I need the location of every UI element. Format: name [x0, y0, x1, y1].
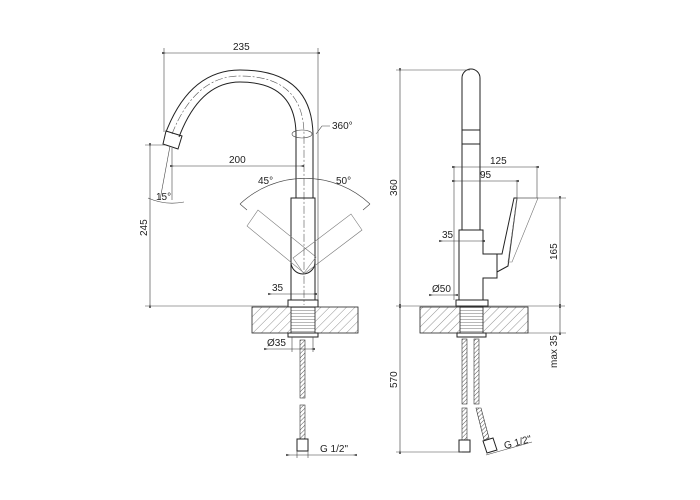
dim-200: 200: [229, 155, 246, 166]
dim-165: 165: [549, 243, 560, 260]
spout-side: [461, 68, 481, 230]
handle-positions: [246, 209, 363, 275]
dim-235: 235: [233, 42, 250, 53]
dim-diameter-35: Ø35: [267, 338, 286, 349]
faucet-body: [290, 197, 316, 301]
dim-diameter-50: Ø50: [432, 284, 451, 295]
dim-15-degree: 15°: [156, 192, 171, 203]
dim-max-35: max 35: [549, 335, 560, 368]
faucet-body-side: [458, 229, 498, 301]
dim-g-half-inch-side: G 1/2": [503, 434, 533, 452]
dim-35-body: 35: [272, 283, 284, 294]
dim-45-degree: 45°: [258, 176, 273, 187]
front-view: 235 200 360° 15° 45° 50° 245 35 Ø35 G 1/…: [139, 42, 371, 458]
dim-245: 245: [139, 219, 150, 236]
supply-hose: [299, 339, 306, 399]
spout: [165, 69, 314, 198]
dim-360: 360: [389, 179, 400, 196]
dim-570: 570: [389, 371, 400, 388]
dim-g-half-inch-front: G 1/2": [320, 444, 348, 455]
dim-125: 125: [490, 156, 507, 167]
dim-35-side: 35: [442, 230, 454, 241]
dim-360-degree: 360°: [332, 121, 353, 132]
lever-handle: [496, 197, 518, 273]
threaded-shank: [290, 306, 316, 334]
dim-50-degree: 50°: [336, 176, 351, 187]
aerator: [162, 130, 183, 150]
supply-hose-side: [461, 338, 468, 405]
side-view: 360 570 125 95 35 Ø50 165 max 35 G 1/2": [389, 68, 566, 456]
dim-95: 95: [480, 170, 492, 181]
